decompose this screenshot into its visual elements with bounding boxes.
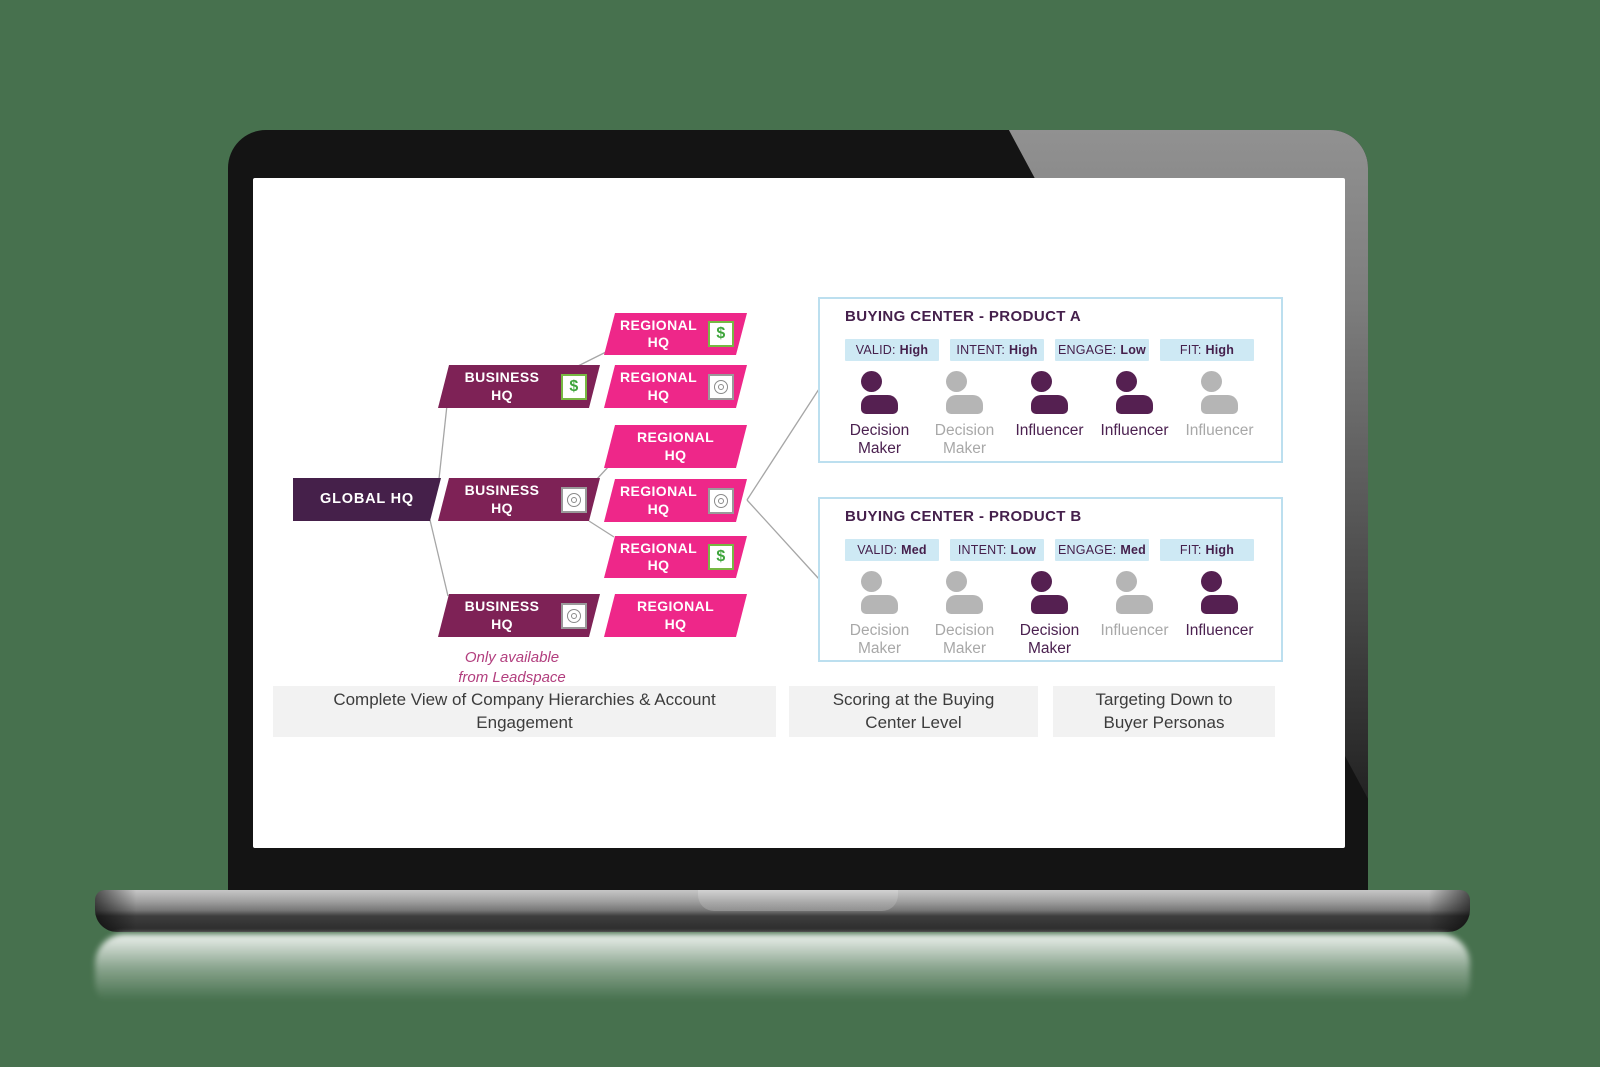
person-icon xyxy=(861,371,898,414)
buying-center-panel-a: BUYING CENTER - PRODUCT A VALID:High INT… xyxy=(818,297,1283,463)
person-icon xyxy=(1031,371,1068,414)
persona: Influencer xyxy=(1092,371,1177,458)
connector-lines xyxy=(429,349,820,597)
target-icon: $ xyxy=(708,374,734,400)
leadspace-footnote: Only available from Leadspace xyxy=(458,649,566,687)
persona-role-label: Influencer xyxy=(1185,622,1254,639)
dollar-icon: $ xyxy=(561,374,587,400)
persona: Decision Maker xyxy=(837,371,922,458)
persona: Decision Maker xyxy=(922,371,1007,458)
person-icon xyxy=(861,571,898,614)
persona: Influencer xyxy=(1092,571,1177,658)
person-icon xyxy=(1031,571,1068,614)
caption-targeting: Targeting Down to Buyer Personas xyxy=(1053,686,1275,737)
persona-role-label: Decision Maker xyxy=(849,622,910,657)
persona-role-label: Decision Maker xyxy=(1019,622,1080,657)
personas-row: Decision Maker Decision Maker Decision M… xyxy=(837,571,1262,658)
panel-title: BUYING CENTER - PRODUCT A xyxy=(845,308,1082,325)
target-icon: $ xyxy=(561,603,587,629)
persona-role-label: Influencer xyxy=(1100,422,1169,439)
panel-title: BUYING CENTER - PRODUCT B xyxy=(845,508,1082,525)
score-badge-valid: VALID:Med xyxy=(845,539,939,561)
persona: Decision Maker xyxy=(837,571,922,658)
score-badge-fit: FIT:High xyxy=(1160,339,1254,361)
score-badge-intent: INTENT:Low xyxy=(950,539,1044,561)
persona: Influencer xyxy=(1007,371,1092,458)
persona-role-label: Influencer xyxy=(1100,622,1169,639)
score-badge-intent: INTENT:High xyxy=(950,339,1044,361)
persona-role-label: Decision Maker xyxy=(934,622,995,657)
target-icon: $ xyxy=(708,488,734,514)
caption-hierarchies: Complete View of Company Hierarchies & A… xyxy=(273,686,776,737)
score-badge-engage: ENGAGE:Low xyxy=(1055,339,1149,361)
caption-scoring: Scoring at the Buying Center Level xyxy=(789,686,1038,737)
personas-row: Decision Maker Decision Maker Influencer… xyxy=(837,371,1262,458)
person-icon xyxy=(946,371,983,414)
persona-role-label: Influencer xyxy=(1185,422,1254,439)
score-badge-valid: VALID:High xyxy=(845,339,939,361)
person-icon xyxy=(1116,571,1153,614)
laptop-base-notch xyxy=(698,890,898,911)
person-icon xyxy=(1201,571,1238,614)
persona: Influencer xyxy=(1177,371,1262,458)
target-icon: $ xyxy=(561,487,587,513)
global-hq-label: GLOBAL HQ xyxy=(320,490,414,507)
persona: Decision Maker xyxy=(1007,571,1092,658)
global-hq-box: GLOBAL HQ xyxy=(293,478,441,521)
persona-role-label: Influencer xyxy=(1015,422,1084,439)
score-badge-engage: ENGAGE:Med xyxy=(1055,539,1149,561)
score-badges-row: VALID:High INTENT:High ENGAGE:Low FIT:Hi… xyxy=(845,339,1254,361)
persona: Decision Maker xyxy=(922,571,1007,658)
dollar-icon: $ xyxy=(708,544,734,570)
dollar-icon: $ xyxy=(708,321,734,347)
person-icon xyxy=(1116,371,1153,414)
buying-center-panel-b: BUYING CENTER - PRODUCT B VALID:Med INTE… xyxy=(818,497,1283,662)
persona: Influencer xyxy=(1177,571,1262,658)
persona-role-label: Decision Maker xyxy=(934,422,995,457)
laptop-reflection xyxy=(95,934,1470,1012)
person-icon xyxy=(1201,371,1238,414)
laptop-base xyxy=(95,890,1470,932)
score-badge-fit: FIT:High xyxy=(1160,539,1254,561)
person-icon xyxy=(946,571,983,614)
score-badges-row: VALID:Med INTENT:Low ENGAGE:Med FIT:High xyxy=(845,539,1254,561)
persona-role-label: Decision Maker xyxy=(849,422,910,457)
